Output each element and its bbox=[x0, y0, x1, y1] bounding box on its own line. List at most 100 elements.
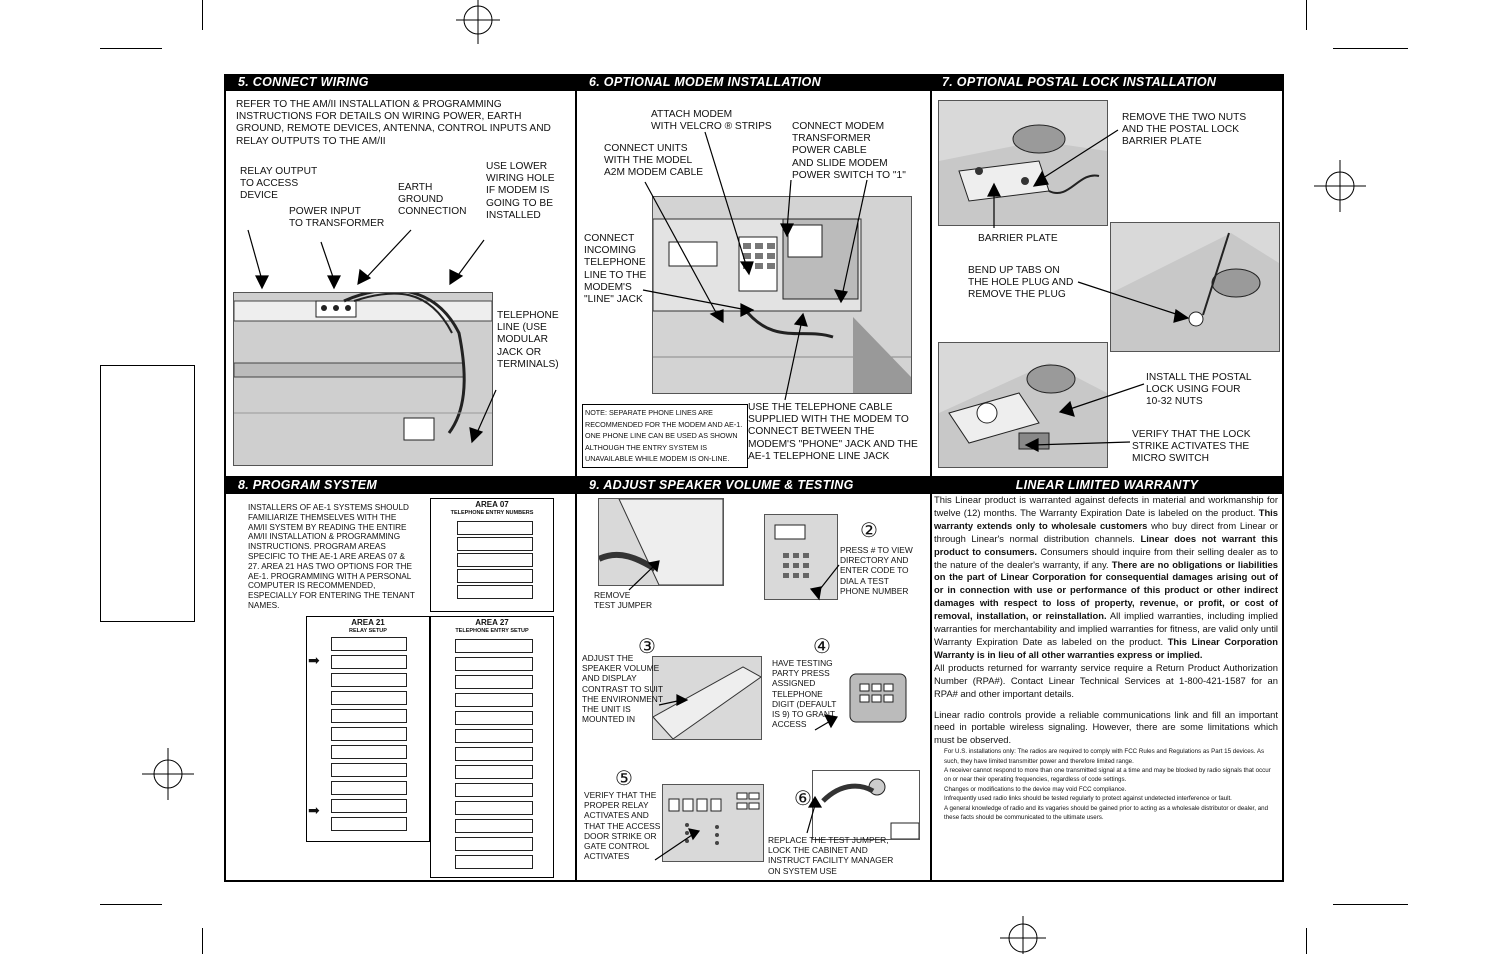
label-bend-tabs: BEND UP TABS ON THE HOLE PLUG AND REMOVE… bbox=[968, 265, 1074, 301]
registration-mark-bottom bbox=[1000, 916, 1046, 954]
area-27-subtitle: TELEPHONE ENTRY SETUP bbox=[455, 628, 529, 634]
section-title-connect-wiring: 5. CONNECT WIRING bbox=[226, 74, 575, 91]
label-incoming-line: CONNECT INCOMING TELEPHONE LINE TO THE M… bbox=[584, 233, 647, 306]
entry-field bbox=[331, 709, 407, 723]
entry-field bbox=[455, 801, 533, 815]
modem-illustration bbox=[652, 196, 912, 394]
area-07-subtitle: TELEPHONE ENTRY NUMBERS bbox=[450, 510, 534, 516]
speaker-arrows bbox=[628, 560, 840, 861]
entry-field bbox=[455, 765, 533, 779]
crop-mark bbox=[1333, 48, 1408, 49]
step-number: ⑤ bbox=[615, 768, 633, 790]
area-21-subtitle: RELAY SETUP bbox=[349, 628, 387, 634]
area-07-table: AREA 07 TELEPHONE ENTRY NUMBERS bbox=[430, 498, 554, 612]
postal-arrows bbox=[987, 129, 1190, 452]
step-number: ④ bbox=[813, 636, 831, 658]
entry-field bbox=[455, 729, 533, 743]
arrow-right-icon: ➡ bbox=[308, 802, 320, 818]
arrow-right-icon: ➡ bbox=[308, 652, 320, 668]
label-press-directory: PRESS # TO VIEW DIRECTORY AND ENTER CODE… bbox=[840, 545, 913, 596]
registration-mark-top bbox=[456, 0, 500, 44]
warranty-fine-print: A general knowledge of radio and its vag… bbox=[944, 804, 1269, 822]
entry-field bbox=[331, 745, 407, 759]
label-modem-transformer: CONNECT MODEM TRANSFORMER POWER CABLE AN… bbox=[792, 121, 906, 181]
area-27-table: AREA 27 TELEPHONE ENTRY SETUP bbox=[430, 616, 554, 878]
area-21-table: AREA 21 RELAY SETUP bbox=[306, 616, 430, 842]
entry-field bbox=[331, 655, 407, 669]
label-use-telephone-cable: USE THE TELEPHONE CABLE SUPPLIED WITH TH… bbox=[748, 402, 918, 462]
column-divider bbox=[575, 74, 577, 882]
crop-mark bbox=[1306, 928, 1307, 954]
speaker-illustration-2 bbox=[764, 514, 838, 600]
entry-field bbox=[457, 569, 533, 583]
entry-field bbox=[455, 711, 533, 725]
label-telephone-line: TELEPHONE LINE (USE MODULAR JACK OR TERM… bbox=[497, 310, 559, 370]
label-power-input: POWER INPUT TO TRANSFORMER bbox=[289, 206, 385, 230]
crop-mark bbox=[202, 928, 203, 954]
entry-field bbox=[455, 675, 533, 689]
entry-field bbox=[331, 673, 407, 687]
connect-wiring-intro: REFER TO THE AM/II INSTALLATION & PROGRA… bbox=[236, 99, 551, 147]
postal-lock-illustration-3 bbox=[938, 342, 1108, 468]
label-remove-test-jumper: REMOVE TEST JUMPER bbox=[594, 590, 653, 611]
postal-lock-illustration-1 bbox=[938, 100, 1108, 226]
crop-mark bbox=[202, 0, 203, 30]
label-adjust-volume: ADJUST THE SPEAKER VOLUME AND DISPLAY CO… bbox=[582, 653, 663, 725]
warranty-paragraph-2: All products returned for warranty servi… bbox=[934, 661, 1278, 699]
label-replace-jumper: REPLACE THE TEST JUMPER, LOCK THE CABINE… bbox=[768, 835, 894, 876]
entry-field bbox=[455, 783, 533, 797]
entry-field bbox=[455, 747, 533, 761]
step-number: ③ bbox=[638, 636, 656, 658]
column-divider bbox=[930, 74, 932, 882]
entry-field bbox=[331, 781, 407, 795]
entry-field bbox=[457, 521, 533, 535]
label-attach-modem: ATTACH MODEM WITH VELCRO ® STRIPS bbox=[651, 109, 772, 133]
entry-field bbox=[455, 693, 533, 707]
area-27-title: AREA 27 bbox=[475, 618, 509, 627]
modem-note: NOTE: SEPARATE PHONE LINES ARE RECOMMEND… bbox=[582, 404, 748, 468]
label-verify-relay: VERIFY THAT THE PROPER RELAY ACTIVATES A… bbox=[584, 790, 661, 862]
registration-mark-right bbox=[1314, 160, 1366, 212]
entry-field bbox=[331, 727, 407, 741]
warranty-paragraph-3: Linear radio controls provide a reliable… bbox=[934, 708, 1278, 746]
warranty-fine-print: A receiver cannot respond to more than o… bbox=[944, 767, 1271, 784]
warranty-text: This Linear product is warranted against… bbox=[934, 494, 1278, 822]
warranty-fine-print: For U.S. installations only: The radios … bbox=[944, 748, 1265, 765]
warranty-fine-print: Infrequently used radio links should be … bbox=[944, 795, 1232, 803]
label-barrier-plate: BARRIER PLATE bbox=[978, 233, 1058, 244]
entry-field bbox=[455, 855, 533, 869]
crop-mark bbox=[100, 904, 162, 905]
section-title-postal-lock: 7. OPTIONAL POSTAL LOCK INSTALLATION bbox=[932, 74, 1282, 91]
step-number: ⑥ bbox=[794, 788, 812, 810]
entry-field bbox=[331, 799, 407, 813]
label-remove-nuts: REMOVE THE TWO NUTS AND THE POSTAL LOCK … bbox=[1122, 112, 1247, 148]
label-install-postal-lock: INSTALL THE POSTAL LOCK USING FOUR 10-32… bbox=[1146, 372, 1252, 408]
entry-field bbox=[455, 837, 533, 851]
speaker-illustration-1 bbox=[598, 498, 724, 586]
speaker-illustration-5 bbox=[662, 784, 764, 862]
area-21-title: AREA 21 bbox=[351, 618, 385, 627]
wiring-arrows bbox=[247, 229, 497, 444]
section-title-program: 8. PROGRAM SYSTEM bbox=[226, 477, 575, 494]
label-relay-output: RELAY OUTPUT TO ACCESS DEVICE bbox=[240, 166, 318, 202]
speaker-illustration-6 bbox=[812, 770, 920, 840]
section-title-modem: 6. OPTIONAL MODEM INSTALLATION bbox=[577, 74, 930, 91]
entry-field bbox=[457, 553, 533, 567]
entry-field bbox=[331, 763, 407, 777]
entry-field bbox=[331, 817, 407, 831]
entry-field bbox=[331, 637, 407, 651]
entry-field bbox=[455, 657, 533, 671]
warranty-paragraph-1: This Linear product is warranted against… bbox=[934, 494, 1279, 660]
section-title-speaker: 9. ADJUST SPEAKER VOLUME & TESTING bbox=[577, 477, 930, 494]
side-tab bbox=[100, 365, 195, 622]
modem-arrows bbox=[642, 131, 868, 401]
step-number: ② bbox=[860, 520, 878, 542]
section-title-warranty: LINEAR LIMITED WARRANTY bbox=[932, 477, 1282, 494]
wiring-illustration bbox=[233, 292, 493, 466]
postal-lock-illustration-2 bbox=[1110, 222, 1280, 352]
warranty-fine-print: Changes or modifications to the device m… bbox=[944, 785, 1127, 793]
entry-field bbox=[331, 691, 407, 705]
crop-mark bbox=[1306, 0, 1307, 30]
entry-field bbox=[455, 819, 533, 833]
entry-field bbox=[455, 639, 533, 653]
